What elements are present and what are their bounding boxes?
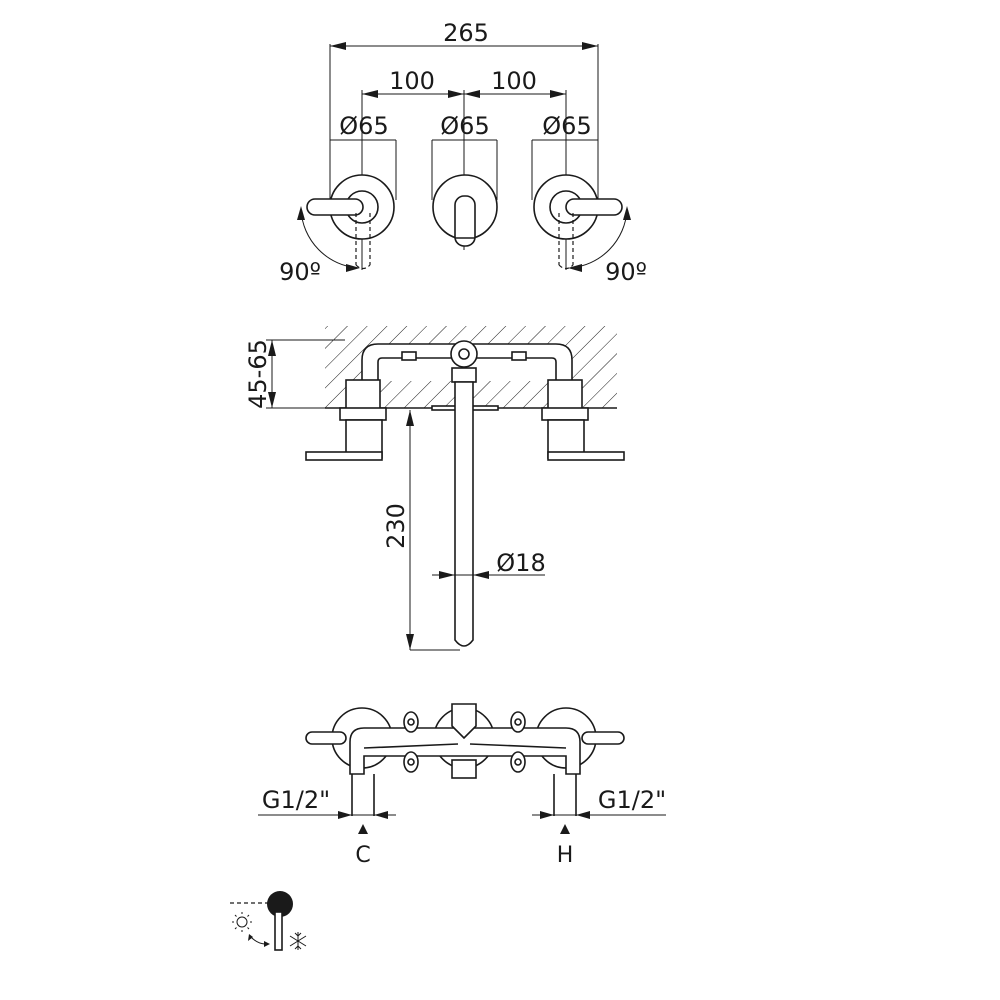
hot-cold-legend bbox=[230, 891, 307, 951]
dimension-spacing: 100 100 bbox=[361, 67, 567, 270]
spacing-left-label: 100 bbox=[389, 67, 435, 95]
thread-left-label: G1/2" bbox=[262, 786, 330, 814]
wall-depth-label: 45-65 bbox=[244, 339, 272, 409]
hot-water-sun-icon bbox=[232, 912, 252, 932]
spout-length-label: 230 bbox=[382, 503, 410, 549]
overall-width-label: 265 bbox=[443, 19, 489, 47]
spout-diameter-label: Ø18 bbox=[496, 549, 545, 577]
hot-label: H bbox=[557, 843, 574, 868]
dimension-wall-depth: 45-65 bbox=[244, 339, 345, 409]
dimension-spout-diameter: Ø18 bbox=[432, 549, 546, 579]
front-view: 265 100 100 Ø65 Ø65 bbox=[279, 19, 647, 286]
left-handle: 90º bbox=[279, 174, 395, 286]
cold-label: C bbox=[355, 843, 370, 868]
right-handle: 90º bbox=[533, 174, 647, 286]
thread-dimension-left: G1/2" bbox=[258, 786, 396, 819]
rotation-arrow-icon bbox=[248, 934, 270, 947]
center-spout bbox=[432, 174, 498, 247]
lever-handle-icon bbox=[230, 891, 293, 951]
cold-inlet-marker bbox=[358, 824, 368, 834]
side-section-view: 45-65 230 Ø18 bbox=[244, 326, 625, 651]
rotation-left-label: 90º bbox=[279, 258, 321, 286]
diameter-center-label: Ø65 bbox=[440, 112, 489, 140]
rotation-right-label: 90º bbox=[605, 258, 647, 286]
plan-view: G1/2" G1/2" C H bbox=[258, 703, 666, 868]
diameter-right-label: Ø65 bbox=[542, 112, 591, 140]
thread-dimension-right: G1/2" bbox=[532, 786, 666, 819]
cold-water-snowflake-icon bbox=[289, 932, 307, 950]
diameter-left-label: Ø65 bbox=[339, 112, 388, 140]
spacing-right-label: 100 bbox=[491, 67, 537, 95]
hot-inlet-marker bbox=[560, 824, 570, 834]
dimension-overall-width: 265 bbox=[329, 19, 599, 200]
dimension-spout-length: 230 bbox=[382, 410, 460, 651]
thread-right-label: G1/2" bbox=[598, 786, 666, 814]
dimension-diameters: Ø65 Ø65 Ø65 bbox=[329, 112, 599, 200]
